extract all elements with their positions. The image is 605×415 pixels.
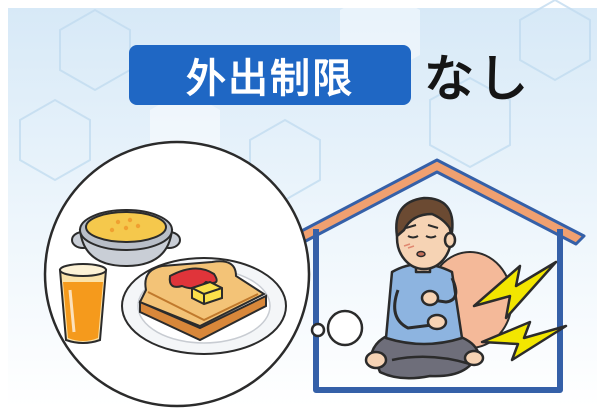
toast-plate-icon <box>121 257 287 355</box>
sick-person-icon <box>364 196 485 380</box>
thought-dot-large <box>326 309 364 347</box>
headline-tail-text: なし <box>424 50 532 108</box>
pain-lightning-icon <box>472 260 568 362</box>
headline-badge: 外出制限 <box>129 45 411 105</box>
orange-juice-icon <box>58 263 108 344</box>
soup-bowl-icon <box>71 209 181 268</box>
headline-tail: なし <box>424 40 532 110</box>
thought-dot-small <box>310 322 326 338</box>
headline-badge-text: 外出制限 <box>186 56 354 102</box>
